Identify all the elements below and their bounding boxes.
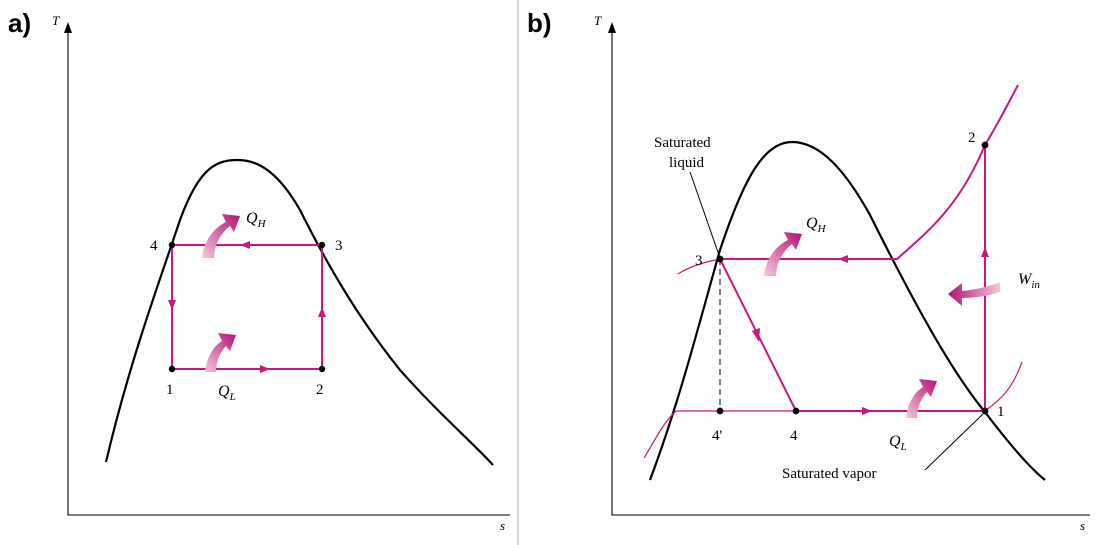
panel-b-point-2-label: 2 [968,130,976,146]
panel-a-arrow-top [240,241,250,249]
panel-b-qh-label: QH [806,215,827,235]
panel-b-point-4prime-label: 4' [712,428,723,444]
panel-a-arrow-left [168,300,176,310]
panel-b-y-arrow [608,22,616,33]
panel-a: a) T s 1 2 3 4 QH QL [8,8,510,533]
panel-b-win-arrow [948,282,1000,306]
panel-b-axis-x-label: s [1080,518,1085,533]
panel-a-axes [67,30,510,516]
panel-a-qh-arrow [202,214,240,258]
panel-b-cycle-condenser [720,84,1019,260]
panel-b-point-2 [981,141,989,149]
panel-b-point-1 [981,407,989,415]
panel-b-sat-liquid-leader [689,171,721,259]
panel-divider [517,0,519,545]
panel-b-point-4prime [716,407,724,415]
panel-a-point-1-label: 1 [166,382,174,398]
panel-b-arrow-evaporator [862,407,872,415]
panel-b-ql-arrow [906,379,937,418]
panel-a-point-2-label: 2 [316,382,324,398]
panel-b-point-3-label: 3 [695,253,703,269]
panel-a-point-2 [318,365,326,373]
panel-b-arrow-condenser [838,255,848,263]
panel-a-arrow-right [318,307,326,317]
panel-b-point-4 [792,407,800,415]
panel-a-point-4-label: 4 [150,238,158,254]
panel-a-point-3 [318,241,326,249]
panel-a-ql-label: QL [218,383,236,403]
panel-a-axis-x-label: s [500,518,505,533]
panel-b-sat-liquid-label-2: liquid [669,155,705,171]
panel-b-axis-y-label: T [594,13,602,28]
panel-b: b) T s 1 2 3 4 4' [527,8,1090,533]
panel-b-sat-vapor-leader [924,413,984,471]
panel-a-label: a) [8,8,31,38]
panel-b-win-label: Win [1018,271,1040,291]
panel-b-point-1-label: 1 [997,404,1005,420]
panel-b-arrow-throttle [752,328,760,342]
panel-b-point-4-label: 4 [790,428,798,444]
panel-a-arrow-bottom [260,365,270,373]
panel-a-axis-y-label: T [52,13,60,28]
panel-b-arrow-compressor [981,247,989,257]
panel-a-point-4 [168,241,176,249]
panel-b-pressure-line-high [677,258,721,275]
panel-b-ql-label: QL [889,433,907,453]
panel-a-qh-label: QH [246,210,267,230]
panel-b-point-3 [716,255,724,263]
panel-b-pressure-line-right [984,361,1023,412]
panel-a-point-1 [168,365,176,373]
panel-a-y-arrow [64,22,72,33]
panel-b-qh-arrow [764,232,802,276]
panel-b-sat-vapor-label: Saturated vapor [782,466,877,482]
panel-b-pressure-line-low [643,410,677,459]
panel-b-axes [611,30,1090,516]
panel-a-ql-arrow [205,333,236,372]
panel-a-saturation-dome [104,158,494,466]
panel-a-point-3-label: 3 [335,238,343,254]
panel-a-cycle [171,244,323,370]
panel-b-sat-liquid-label-1: Saturated [654,135,711,151]
panel-b-label: b) [527,8,552,38]
